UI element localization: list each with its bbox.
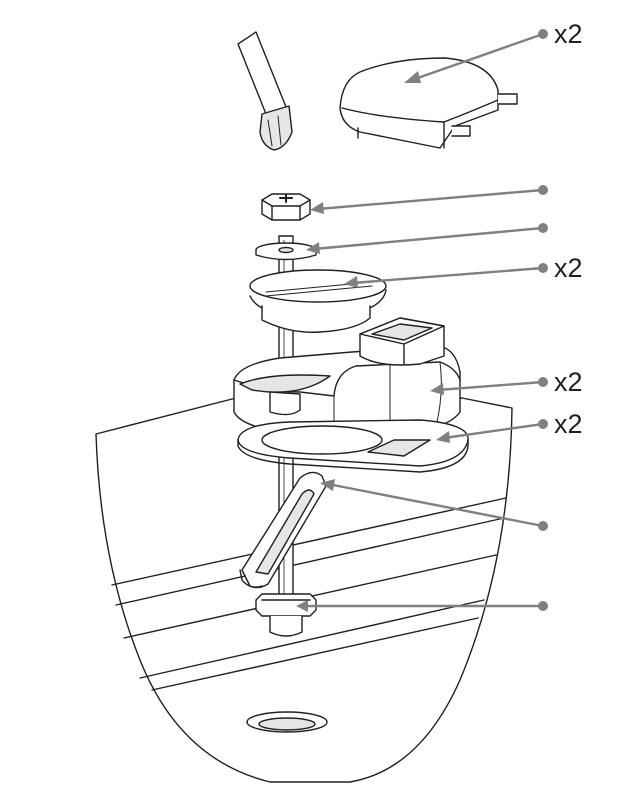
- callout-hex-bolt: [310, 185, 548, 214]
- screwdriver-bit: [237, 31, 293, 151]
- quantity-label-hinge-block: x2: [554, 367, 583, 397]
- quantity-label-slotted-washer: x2: [554, 253, 583, 283]
- flat-washer: [255, 242, 317, 261]
- hinge-block: [233, 317, 461, 431]
- callout-anchor-toggle: [320, 479, 548, 531]
- callout-hinge-block: [430, 377, 548, 395]
- hex-nut: [255, 593, 317, 637]
- quantity-label-cap: x2: [554, 19, 583, 49]
- callout-flat-washer: [306, 223, 548, 254]
- callout-leaders: [296, 29, 548, 612]
- quantity-label-seat-gasket: x2: [554, 409, 583, 439]
- hex-bolt: [261, 193, 311, 221]
- callout-hex-nut: [296, 600, 548, 612]
- slotted-round-washer: [249, 269, 387, 333]
- callout-seat-gasket: [436, 419, 548, 443]
- seat-gasket: [237, 419, 469, 473]
- bolt-cover-cap: [339, 57, 518, 149]
- quantity-labels: x2 x2 x2 x2: [554, 19, 583, 439]
- callout-cap: [404, 29, 548, 83]
- callout-slotted-washer: [344, 263, 548, 288]
